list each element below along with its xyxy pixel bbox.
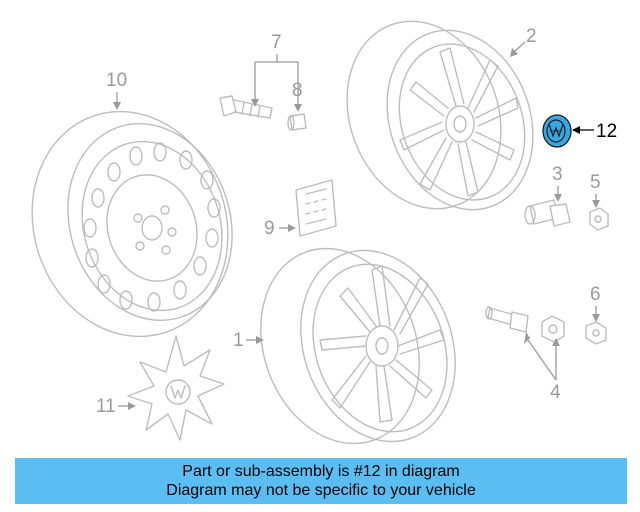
- callout-2: 2: [510, 26, 537, 57]
- svg-text:3: 3: [552, 164, 563, 185]
- svg-text:10: 10: [106, 70, 127, 91]
- alloy-wheel-part-2[interactable]: [322, 0, 558, 231]
- callout-9: 9: [264, 218, 296, 239]
- svg-text:12: 12: [596, 121, 617, 142]
- svg-text:5: 5: [590, 172, 601, 193]
- info-banner: Part or sub-assembly is #12 in diagram D…: [15, 458, 627, 504]
- hubcap-part-11[interactable]: [127, 335, 225, 441]
- cap-part-8[interactable]: [287, 113, 307, 131]
- callout-3: 3: [552, 164, 563, 202]
- nut-part-4[interactable]: [541, 315, 565, 343]
- svg-text:6: 6: [590, 284, 601, 305]
- center-cap-part-12[interactable]: [542, 114, 572, 148]
- svg-text:4: 4: [550, 382, 561, 403]
- wheel-bolt-part-7[interactable]: [219, 95, 273, 119]
- nut-part-5[interactable]: [589, 207, 609, 231]
- svg-text:2: 2: [526, 26, 537, 47]
- banner-line-1: Part or sub-assembly is #12 in diagram: [182, 463, 460, 480]
- callout-6: 6: [590, 284, 601, 322]
- bolt-part-4[interactable]: [485, 306, 529, 333]
- svg-text:11: 11: [96, 396, 116, 417]
- callout-1: 1: [233, 330, 264, 351]
- banner-line-2: Diagram may not be specific to your vehi…: [166, 482, 476, 499]
- svg-text:9: 9: [264, 218, 275, 239]
- callout-5: 5: [590, 172, 601, 208]
- steel-wheel-part-10[interactable]: [3, 86, 257, 362]
- callout-12: 12: [572, 121, 617, 142]
- svg-text:1: 1: [233, 330, 244, 351]
- alloy-wheel-part-1[interactable]: [234, 226, 481, 466]
- callout-11: 11: [96, 396, 136, 417]
- callout-10: 10: [106, 70, 127, 110]
- callout-4: 4: [524, 332, 561, 403]
- label-part-9[interactable]: [295, 179, 337, 237]
- nut-part-6[interactable]: [585, 321, 607, 345]
- svg-text:7: 7: [271, 32, 282, 53]
- lock-bolt-part-3[interactable]: [524, 199, 571, 227]
- svg-text:8: 8: [292, 80, 303, 101]
- callout-7: 7: [251, 32, 298, 107]
- callout-8: 8: [292, 62, 303, 112]
